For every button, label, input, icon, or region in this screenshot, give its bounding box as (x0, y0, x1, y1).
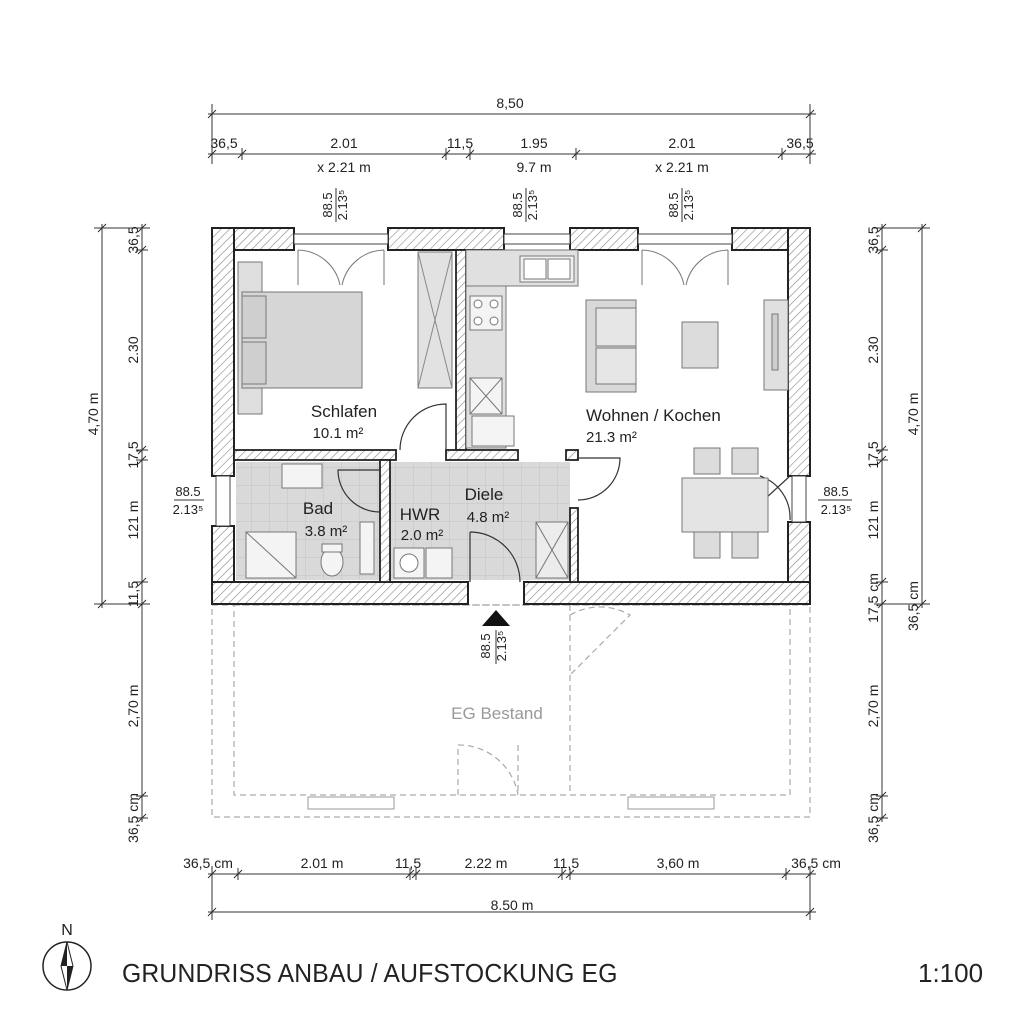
windows-top (293, 233, 733, 245)
dim-right-s1: 36,5 (865, 226, 881, 253)
room-area-wohnen: 21.3 m² (586, 429, 637, 446)
interior-walls (233, 249, 579, 583)
dim-top-s4: 1.95 (520, 135, 547, 151)
dim-bottom-s5: 11,5 (553, 855, 579, 871)
window-east-height: 2.13⁵ (821, 502, 852, 517)
dim-right-s7: 36,5 cm (865, 793, 881, 843)
room-name-wohnen: Wohnen / Kochen (586, 406, 721, 425)
dim-top-s3: 11,5 (447, 135, 473, 151)
window-top-right-width: 88.5 (666, 192, 681, 217)
room-name-diele: Diele (465, 485, 504, 504)
window-top-left-width: 88.5 (320, 192, 335, 217)
window-west (215, 475, 231, 527)
existing-building (211, 604, 811, 818)
window-leaves (297, 249, 729, 286)
room-name-schlafen: Schlafen (311, 402, 377, 421)
furniture (237, 249, 789, 579)
dim-right-s2: 2.30 (865, 336, 881, 363)
existing-window-left (307, 796, 395, 810)
room-area-schlafen: 10.1 m² (313, 425, 364, 442)
dim-left-s7: 36,5 cm (125, 793, 141, 843)
room-labels: Schlafen 10.1 m² Wohnen / Kochen 21.3 m²… (303, 402, 721, 544)
dim-top-s1: 36,5 (210, 135, 237, 151)
dim-bottom-s2: 2.01 m (301, 855, 344, 871)
dim-left-s2: 2.30 (125, 336, 141, 363)
dim-left-s3: 17,5 (125, 441, 141, 468)
plan-scale: 1:100 (918, 958, 984, 988)
dim-right-s5: 17,5 cm (865, 573, 881, 623)
dim-bottom-s6: 3,60 m (657, 855, 700, 871)
opening-labels: 88.5 2.13⁵ 88.5 2.13⁵ 88.5 2.13⁵ 88.5 2.… (173, 190, 852, 662)
room-area-bad: 3.8 m² (305, 523, 348, 540)
entrance-arrow-icon (482, 610, 510, 626)
window-top-right-height: 2.13⁵ (681, 190, 696, 221)
dim-left-s6: 2,70 m (125, 685, 141, 728)
dim-top-s5: 2.01 (668, 135, 695, 151)
dim-left-total: 4,70 m (85, 393, 101, 436)
dim-top-s4b: 9.7 m (516, 159, 551, 175)
doors (337, 403, 791, 583)
dimension-labels-bottom: 36,5 cm 2.01 m 11,5 2.22 m 11,5 3,60 m 3… (183, 855, 841, 913)
dim-right-total: 4,70 m (905, 393, 921, 436)
entry-height: 2.13⁵ (494, 631, 509, 662)
room-area-hwr: 2.0 m² (401, 527, 444, 544)
dim-right-s6: 2,70 m (865, 685, 881, 728)
dim-left-s5: 11,5 (125, 581, 141, 607)
existing-window-right (627, 796, 715, 810)
entry-width: 88.5 (478, 633, 493, 658)
room-name-bad: Bad (303, 499, 333, 518)
dimension-labels-top: 8,50 36,5 2.01 x 2.21 m 11,5 1.95 9.7 m … (210, 95, 813, 175)
dim-top-s2b: x 2.21 m (317, 159, 371, 175)
dim-top-s5b: x 2.21 m (655, 159, 709, 175)
window-east (791, 475, 807, 523)
dim-right-s3: 17,5 (865, 441, 881, 468)
dim-right-total2: 36,5 cm (905, 581, 921, 631)
window-east-width: 88.5 (823, 484, 848, 499)
dim-bottom-s4: 2.22 m (465, 855, 508, 871)
north-arrow-icon: N (42, 922, 92, 991)
window-top-mid-width: 88.5 (510, 192, 525, 217)
dimension-lines (94, 104, 930, 920)
room-name-hwr: HWR (400, 505, 441, 524)
existing-label: EG Bestand (451, 704, 543, 723)
dim-top-total: 8,50 (496, 95, 523, 111)
dim-top-s6: 36,5 (786, 135, 813, 151)
window-west-height: 2.13⁵ (173, 502, 204, 517)
room-area-diele: 4.8 m² (467, 509, 510, 526)
dim-bottom-s3: 11,5 (395, 855, 421, 871)
window-top-mid-height: 2.13⁵ (525, 190, 540, 221)
window-top-left-height: 2.13⁵ (335, 190, 350, 221)
dimension-labels-right: 4,70 m 36,5 cm 36,5 2.30 17,5 121 m 17,5… (865, 226, 921, 843)
dim-bottom-s1: 36,5 cm (183, 855, 233, 871)
north-label: N (61, 922, 73, 939)
dim-right-s4: 121 m (865, 501, 881, 540)
dim-left-s1: 36,5 (125, 226, 141, 253)
window-west-width: 88.5 (175, 484, 200, 499)
dim-bottom-s7: 36,5 cm (791, 855, 841, 871)
dim-bottom-total: 8.50 m (491, 897, 534, 913)
dim-left-s4: 121 m (125, 501, 141, 540)
dimension-labels-left: 4,70 m 36,5 2.30 17,5 121 m 11,5 2,70 m … (85, 226, 141, 843)
exterior-walls (211, 227, 811, 605)
dim-top-s2: 2.01 (330, 135, 357, 151)
plan-title: GRUNDRISS ANBAU / AUFSTOCKUNG EG (122, 958, 618, 988)
